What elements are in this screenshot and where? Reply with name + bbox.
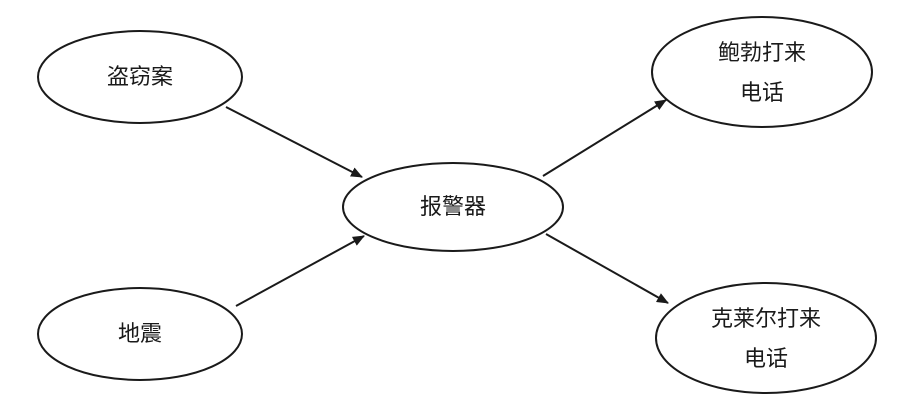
node-alarm: 报警器 — [342, 162, 564, 252]
node-earthquake-label: 地震 — [118, 322, 162, 347]
node-earthquake-ellipse — [37, 287, 243, 381]
edge-alarm-to-claire-calls — [545, 233, 669, 304]
node-claire-calls-label-line1: 克莱尔打来 — [711, 307, 821, 332]
node-bob-calls-label-line2: 电话 — [740, 81, 784, 106]
node-claire-calls-ellipse — [655, 282, 877, 394]
node-burglary-label: 盗窃案 — [107, 65, 173, 90]
node-bob-calls-label-line1: 鲍勃打来 — [718, 41, 806, 66]
node-alarm-ellipse — [342, 162, 564, 252]
node-burglary: 盗窃案 — [37, 30, 243, 124]
node-claire-calls: 克莱尔打来 电话 — [655, 282, 877, 394]
node-bob-calls: 鲍勃打来 电话 — [651, 16, 873, 128]
node-earthquake: 地震 — [37, 287, 243, 381]
node-burglary-ellipse — [37, 30, 243, 124]
node-alarm-label: 报警器 — [420, 195, 486, 220]
edge-earthquake-to-alarm — [235, 235, 365, 307]
node-bob-calls-ellipse — [651, 16, 873, 128]
node-claire-calls-label-line2: 电话 — [744, 347, 788, 372]
edge-burglary-to-alarm — [225, 106, 363, 178]
edge-alarm-to-bob-calls — [542, 99, 667, 177]
